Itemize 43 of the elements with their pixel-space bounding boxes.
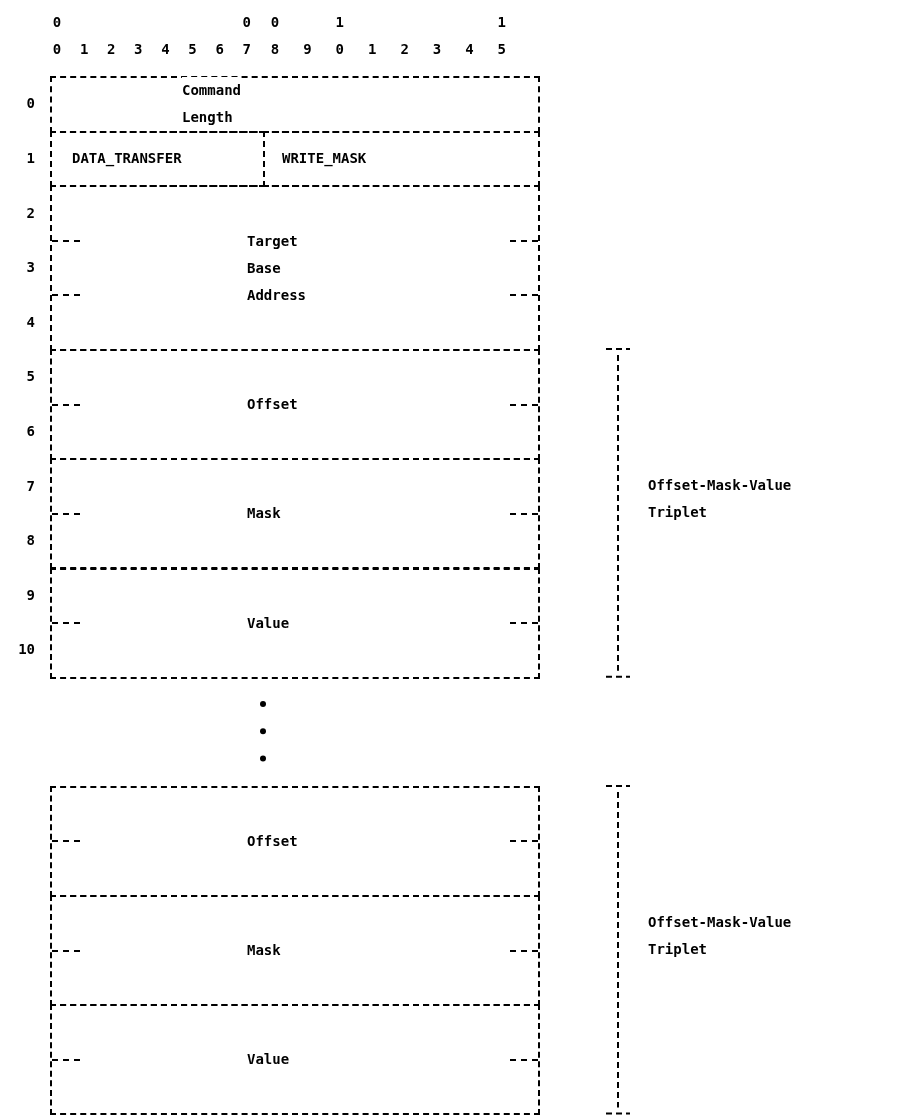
bit-number: 0 (52, 14, 62, 29)
bit-number: 6 (215, 41, 224, 56)
bit-number: 5 (188, 41, 197, 56)
row-number: 1 (26, 151, 35, 165)
row-number: 9 (26, 587, 35, 602)
bit-number: 5 (497, 41, 506, 56)
row-number: 10 (18, 642, 35, 657)
bit-number: 4 (465, 41, 474, 56)
field-box (50, 349, 540, 461)
bit-number: 0 (52, 41, 62, 56)
bit-number: 0 (335, 41, 344, 56)
row-number: 5 (26, 369, 35, 384)
field-box (50, 130, 265, 188)
field-box (50, 785, 540, 898)
field-box (50, 895, 540, 1007)
row-number: 4 (26, 314, 35, 329)
bracket-label: Offset-Mask-Value Triplet (648, 476, 793, 523)
bit-number: 3 (134, 41, 143, 56)
bit-number: 2 (400, 41, 409, 56)
field-box (50, 567, 540, 679)
row-number: 8 (26, 533, 35, 548)
bit-number: 0 (270, 14, 280, 29)
bit-number: 4 (161, 41, 170, 56)
field-box (50, 76, 540, 133)
row-number: 7 (26, 478, 35, 493)
bit-number: 2 (106, 41, 116, 56)
bit-number: 1 (497, 14, 506, 29)
bit-number: 1 (335, 14, 344, 29)
bit-number: 0 (242, 14, 251, 29)
field-box (50, 185, 540, 352)
bit-number: 8 (270, 41, 280, 56)
field-box (50, 458, 540, 570)
bracket-label: Offset-Mask-Value Triplet (648, 913, 793, 960)
row-number: 2 (26, 205, 35, 220)
bit-number: 9 (303, 41, 312, 56)
row-number: 0 (26, 96, 35, 111)
bit-number: 3 (432, 41, 442, 56)
field-box (50, 1004, 540, 1116)
row-number: 3 (26, 260, 35, 275)
bit-number: 1 (367, 41, 377, 56)
row-number: 6 (26, 424, 35, 438)
bit-number: 7 (242, 41, 251, 56)
bit-number: 1 (79, 41, 89, 56)
